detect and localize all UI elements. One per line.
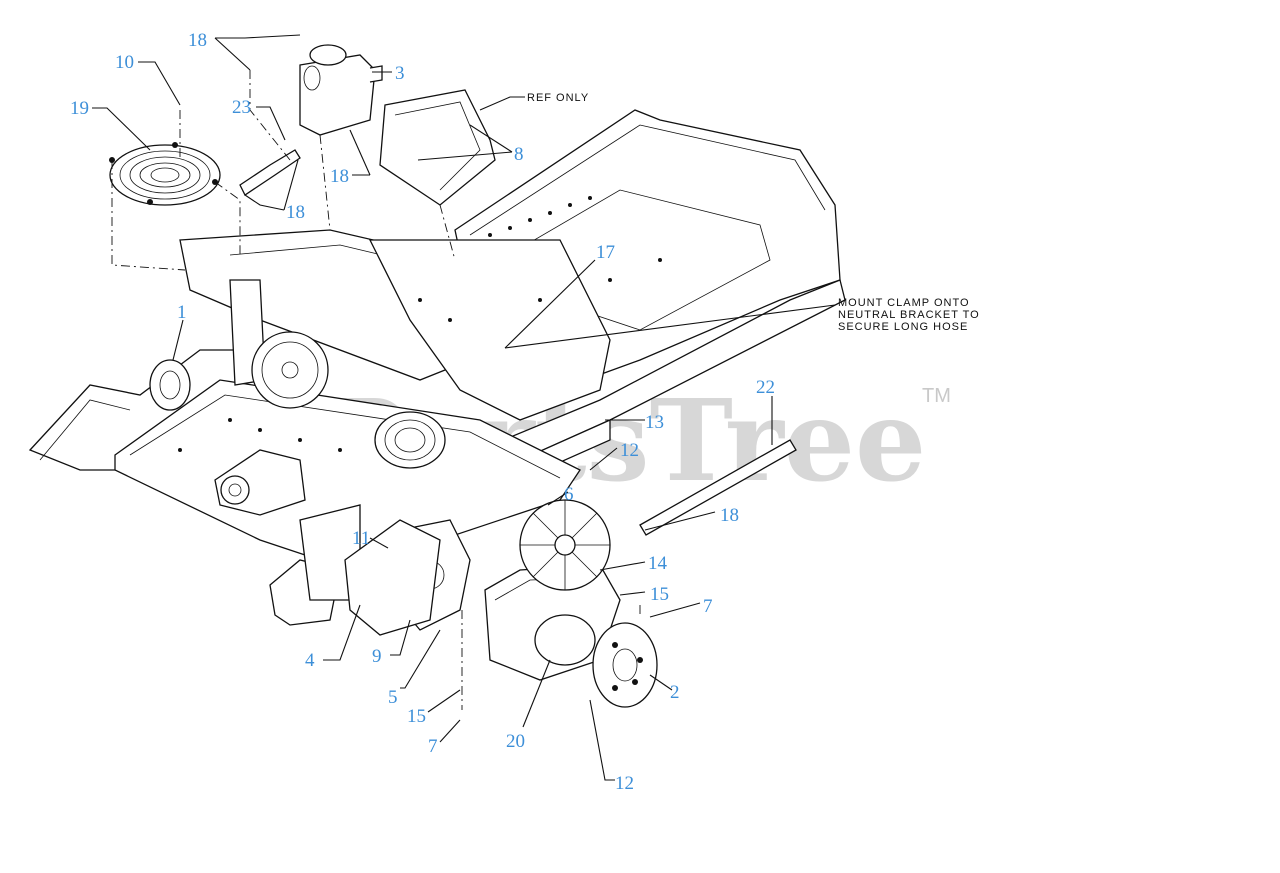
- assembly-lines: [111, 70, 641, 710]
- callout-12: 18: [188, 30, 207, 51]
- callout-19: 19: [70, 98, 89, 119]
- callout-15-upper: 15: [650, 584, 669, 605]
- hose-long: [639, 439, 797, 536]
- hydro-transmission: [484, 564, 621, 681]
- callout-23: 23: [232, 97, 251, 118]
- callout-22: 22: [756, 377, 775, 398]
- wheel-hub: [592, 622, 658, 708]
- pulley-left: [149, 359, 191, 411]
- leader-lines: [92, 34, 836, 781]
- callout-7-right: 7: [703, 596, 713, 617]
- callout-6: 6: [564, 484, 574, 505]
- callout-8: 8: [514, 144, 524, 165]
- callout-7-lower: 7: [428, 736, 438, 757]
- callout-1: 1: [177, 302, 187, 323]
- main-frame: [28, 109, 846, 626]
- hose-short: [239, 149, 301, 196]
- watermark-trademark: TM: [922, 385, 951, 407]
- callout-12-lower: 12: [620, 440, 639, 461]
- callout-17: 17: [596, 242, 615, 263]
- callouts: 18 10 19 23 3 8 18 18 17 1 22 13 12 6 18…: [70, 30, 775, 794]
- cooling-fan: [519, 499, 611, 591]
- callout-14-upper: 13: [645, 412, 664, 433]
- left-pump-assembly: [214, 449, 306, 516]
- note-ref-only: REF ONLY: [527, 92, 589, 104]
- fan-guard: [109, 142, 221, 206]
- callout-18-hose: 18: [286, 202, 305, 223]
- callout-20: 20: [506, 731, 525, 752]
- callout-5: 5: [388, 687, 398, 708]
- callout-4: 4: [305, 650, 315, 671]
- transmission-bracket: [344, 519, 441, 636]
- callout-18-long-hose: 18: [720, 505, 739, 526]
- note-mount-clamp-line-2: NEUTRAL BRACKET TO: [838, 309, 980, 321]
- note-mount-clamp-line-1: MOUNT CLAMP ONTO: [838, 297, 970, 309]
- ref-bracket: [379, 89, 496, 206]
- callout-11: 11: [352, 528, 370, 549]
- callout-15-lower: 15: [407, 706, 426, 727]
- engine-fan-left: [251, 331, 329, 409]
- callout-13: 12: [615, 773, 634, 794]
- callout-14-lower: 14: [648, 553, 668, 574]
- note-mount-clamp-line-3: SECURE LONG HOSE: [838, 321, 968, 333]
- annotation-notes: REF ONLY MOUNT CLAMP ONTO NEUTRAL BRACKE…: [527, 92, 980, 333]
- fan-guard-mounted: [374, 411, 446, 469]
- oil-reservoir: [299, 44, 383, 136]
- callout-18-reservoir: 18: [330, 166, 349, 187]
- callout-2: 2: [670, 682, 680, 703]
- callout-3: 3: [395, 63, 405, 84]
- callout-9: 9: [372, 646, 382, 667]
- callout-10: 10: [115, 52, 134, 73]
